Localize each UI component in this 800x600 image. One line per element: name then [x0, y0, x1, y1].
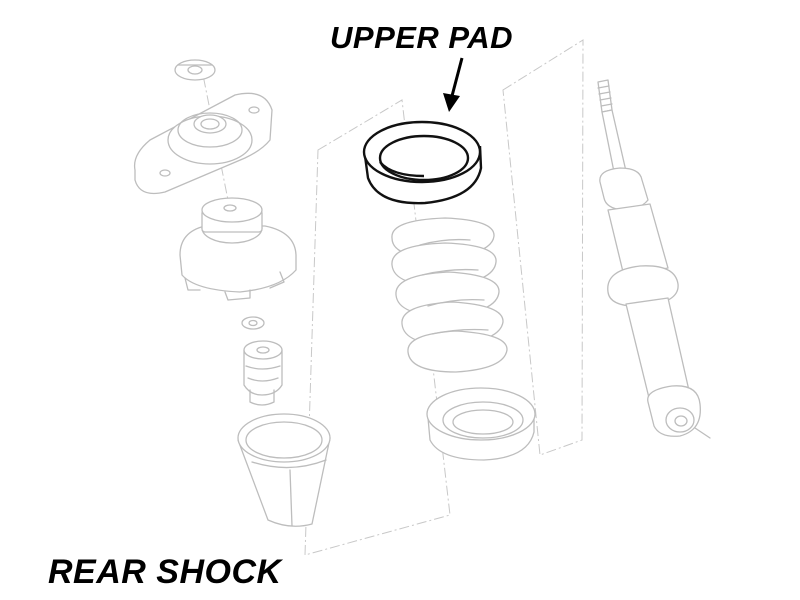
bump-stop: [243, 340, 283, 406]
coil-spring: [391, 217, 508, 373]
washer: [241, 316, 265, 330]
lower-pad: [426, 387, 536, 461]
callout-arrow: [443, 57, 464, 112]
diagram-title: REAR SHOCK: [48, 553, 282, 591]
upper-nut-washer: [174, 59, 216, 81]
top-mount: [133, 92, 273, 195]
dust-boot: [237, 413, 331, 527]
callout-label: UPPER PAD: [330, 20, 514, 55]
upper-pad: [362, 120, 483, 205]
shock-absorber: [597, 79, 711, 439]
spring-seat-upper: [179, 197, 297, 301]
